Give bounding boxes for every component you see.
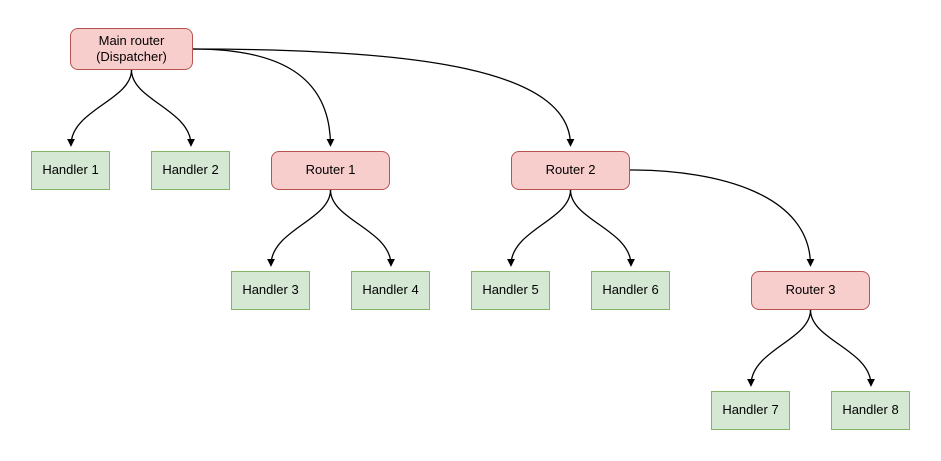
node-label-handler-7: Handler 7 [722,402,779,418]
node-router-3[interactable]: Router 3 [751,271,870,310]
node-handler-5[interactable]: Handler 5 [471,271,550,310]
node-handler-8[interactable]: Handler 8 [831,391,910,430]
node-label-main-router: Main router (Dispatcher) [96,32,167,64]
edge-router-2-handler-5 [507,189,572,267]
node-handler-6[interactable]: Handler 6 [591,271,670,310]
node-label-handler-8: Handler 8 [842,402,899,418]
edge-router-1-handler-4 [329,189,395,267]
edge-router-1-handler-3 [267,189,332,267]
node-router-1[interactable]: Router 1 [271,151,390,190]
node-label-handler-6: Handler 6 [602,282,659,298]
edge-main-handler-1 [67,69,133,147]
node-label-handler-1: Handler 1 [42,162,99,178]
edge-main-router-2 [192,48,575,147]
node-handler-1[interactable]: Handler 1 [31,151,110,190]
node-handler-7[interactable]: Handler 7 [711,391,790,430]
node-label-router-2: Router 2 [545,162,596,178]
node-router-2[interactable]: Router 2 [511,151,630,190]
node-main-router[interactable]: Main router (Dispatcher) [70,28,193,70]
node-label-router-1: Router 1 [305,162,356,178]
node-label-handler-4: Handler 4 [362,282,419,298]
edges-group [67,48,875,387]
node-handler-2[interactable]: Handler 2 [151,151,230,190]
node-label-handler-3: Handler 3 [242,282,299,298]
edge-router-3-handler-7 [747,309,812,387]
node-handler-3[interactable]: Handler 3 [231,271,310,310]
edge-main-handler-2 [130,69,195,147]
node-label-handler-5: Handler 5 [482,282,539,298]
edge-router-3-handler-8 [809,309,875,387]
edge-router-2-handler-6 [569,189,635,267]
edge-router-2-router-3 [629,169,815,267]
node-label-handler-2: Handler 2 [162,162,219,178]
node-label-router-3: Router 3 [785,282,836,298]
node-handler-4[interactable]: Handler 4 [351,271,430,310]
edge-main-router-1 [192,48,335,147]
